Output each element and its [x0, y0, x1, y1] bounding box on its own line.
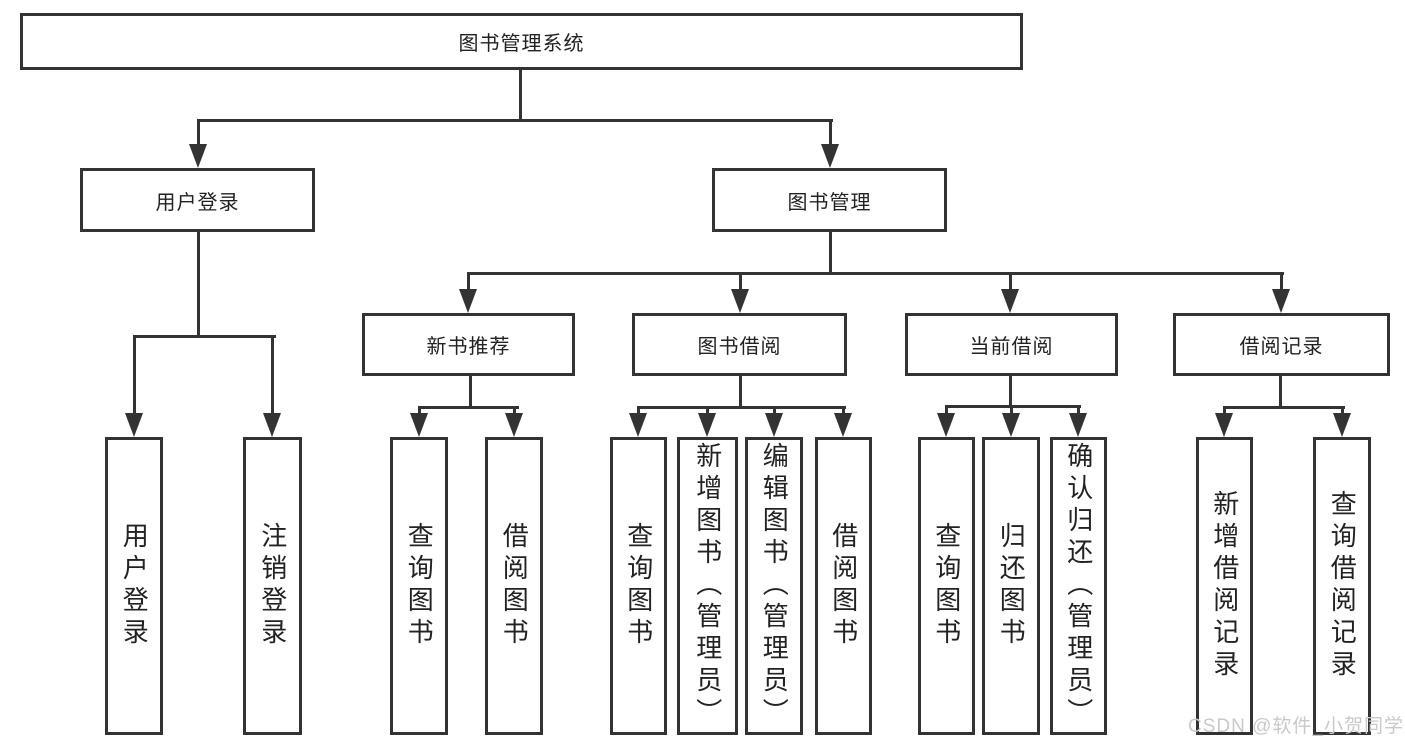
- node-label: 新增图书（管理员）: [692, 442, 723, 730]
- connector-line: [739, 376, 742, 409]
- arrowhead-icon: [410, 413, 428, 437]
- connector-line: [513, 406, 516, 418]
- connector-line: [1341, 406, 1344, 418]
- connector-line: [197, 119, 833, 122]
- node-label: 当前借阅: [969, 336, 1054, 358]
- connector-line: [197, 119, 200, 150]
- arrowhead-icon: [125, 413, 143, 437]
- arrowhead-icon: [189, 144, 207, 168]
- leaf-borrow-books-2: 借阅图书: [815, 437, 872, 735]
- node-label: 用户登录: [155, 191, 240, 214]
- csdn-watermark: CSDN @软件_小贺同学: [1188, 716, 1404, 737]
- leaf-edit-books-admin: 编辑图书（管理员）: [745, 437, 803, 735]
- node-user-login: 用户登录: [80, 168, 315, 232]
- leaf-user-login: 用户登录: [105, 437, 163, 735]
- leaf-confirm-return-admin: 确认归还（管理员）: [1050, 437, 1107, 735]
- arrowhead-icon: [1002, 413, 1020, 437]
- connector-line: [637, 406, 846, 409]
- node-label: 确认归还（管理员）: [1063, 442, 1094, 730]
- arrowhead-icon: [1215, 413, 1233, 437]
- connector-line: [945, 405, 1081, 408]
- connector-line: [1223, 406, 1345, 409]
- connector-line: [418, 406, 519, 409]
- connector-line: [467, 272, 470, 295]
- connector-line: [271, 335, 274, 417]
- connector-line: [197, 232, 200, 338]
- node-library-management-system: 图书管理系统: [20, 13, 1023, 70]
- arrowhead-icon: [459, 289, 477, 313]
- arrowhead-icon: [937, 413, 955, 437]
- node-book-management: 图书管理: [712, 168, 947, 232]
- node-label: 图书管理: [787, 191, 872, 214]
- connector-line: [133, 335, 276, 338]
- connector-line: [739, 272, 742, 295]
- connector-line: [1223, 406, 1226, 418]
- leaf-add-borrow-record: 新增借阅记录: [1196, 437, 1253, 735]
- connector-line: [1280, 272, 1283, 295]
- leaf-borrow-books-1: 借阅图书: [485, 437, 543, 735]
- arrowhead-icon: [263, 413, 281, 437]
- connector-line: [469, 376, 472, 409]
- connector-line: [945, 405, 948, 418]
- connector-line: [706, 406, 709, 418]
- leaf-query-books-3: 查询图书: [918, 437, 975, 735]
- connector-line: [829, 119, 832, 150]
- node-label: 查询图书: [404, 522, 435, 650]
- node-label: 图书管理系统: [458, 33, 585, 55]
- node-label: 借阅图书: [828, 522, 859, 650]
- node-label: 查询图书: [931, 522, 962, 650]
- connector-line: [519, 70, 522, 122]
- arrowhead-icon: [765, 413, 783, 437]
- connector-line: [467, 272, 1284, 275]
- arrowhead-icon: [505, 413, 523, 437]
- connector-line: [637, 406, 640, 418]
- node-label: 新增借阅记录: [1209, 490, 1240, 682]
- node-label: 用户登录: [119, 522, 150, 650]
- node-current-borrowing: 当前借阅: [905, 313, 1118, 376]
- node-label: 借阅记录: [1239, 336, 1324, 358]
- connector-line: [418, 406, 421, 418]
- node-label: 查询借阅记录: [1327, 490, 1358, 682]
- leaf-add-books-admin: 新增图书（管理员）: [677, 437, 738, 735]
- arrowhead-icon: [1272, 289, 1290, 313]
- connector-line: [773, 406, 776, 418]
- node-label: 查询图书: [623, 522, 654, 650]
- arrowhead-icon: [1001, 289, 1019, 313]
- node-label: 借阅图书: [499, 522, 530, 650]
- leaf-return-books: 归还图书: [982, 437, 1040, 735]
- leaf-logout: 注销登录: [243, 437, 302, 735]
- arrowhead-icon: [1069, 413, 1087, 437]
- connector-line: [1279, 376, 1282, 409]
- connector-line: [1077, 405, 1080, 418]
- node-borrowing-records: 借阅记录: [1173, 313, 1390, 376]
- connector-line: [1009, 376, 1012, 408]
- arrowhead-icon: [821, 144, 839, 168]
- connector-line: [1009, 272, 1012, 295]
- node-label: 编辑图书（管理员）: [759, 442, 790, 730]
- node-label: 图书借阅: [697, 336, 782, 358]
- node-label: 注销登录: [257, 522, 288, 650]
- node-book-borrowing: 图书借阅: [632, 313, 847, 376]
- connector-line: [842, 406, 845, 418]
- arrowhead-icon: [834, 413, 852, 437]
- arrowhead-icon: [1333, 413, 1351, 437]
- connector-line: [1010, 405, 1013, 418]
- node-label: 归还图书: [996, 522, 1027, 650]
- connector-line: [133, 335, 136, 417]
- connector-line: [829, 232, 832, 275]
- arrowhead-icon: [698, 413, 716, 437]
- leaf-query-books-1: 查询图书: [390, 437, 448, 735]
- leaf-query-books-2: 查询图书: [610, 437, 667, 735]
- node-label: 新书推荐: [426, 336, 511, 358]
- arrowhead-icon: [731, 289, 749, 313]
- node-new-book-recommend: 新书推荐: [362, 313, 575, 376]
- leaf-query-borrow-record: 查询借阅记录: [1313, 437, 1371, 735]
- arrowhead-icon: [629, 413, 647, 437]
